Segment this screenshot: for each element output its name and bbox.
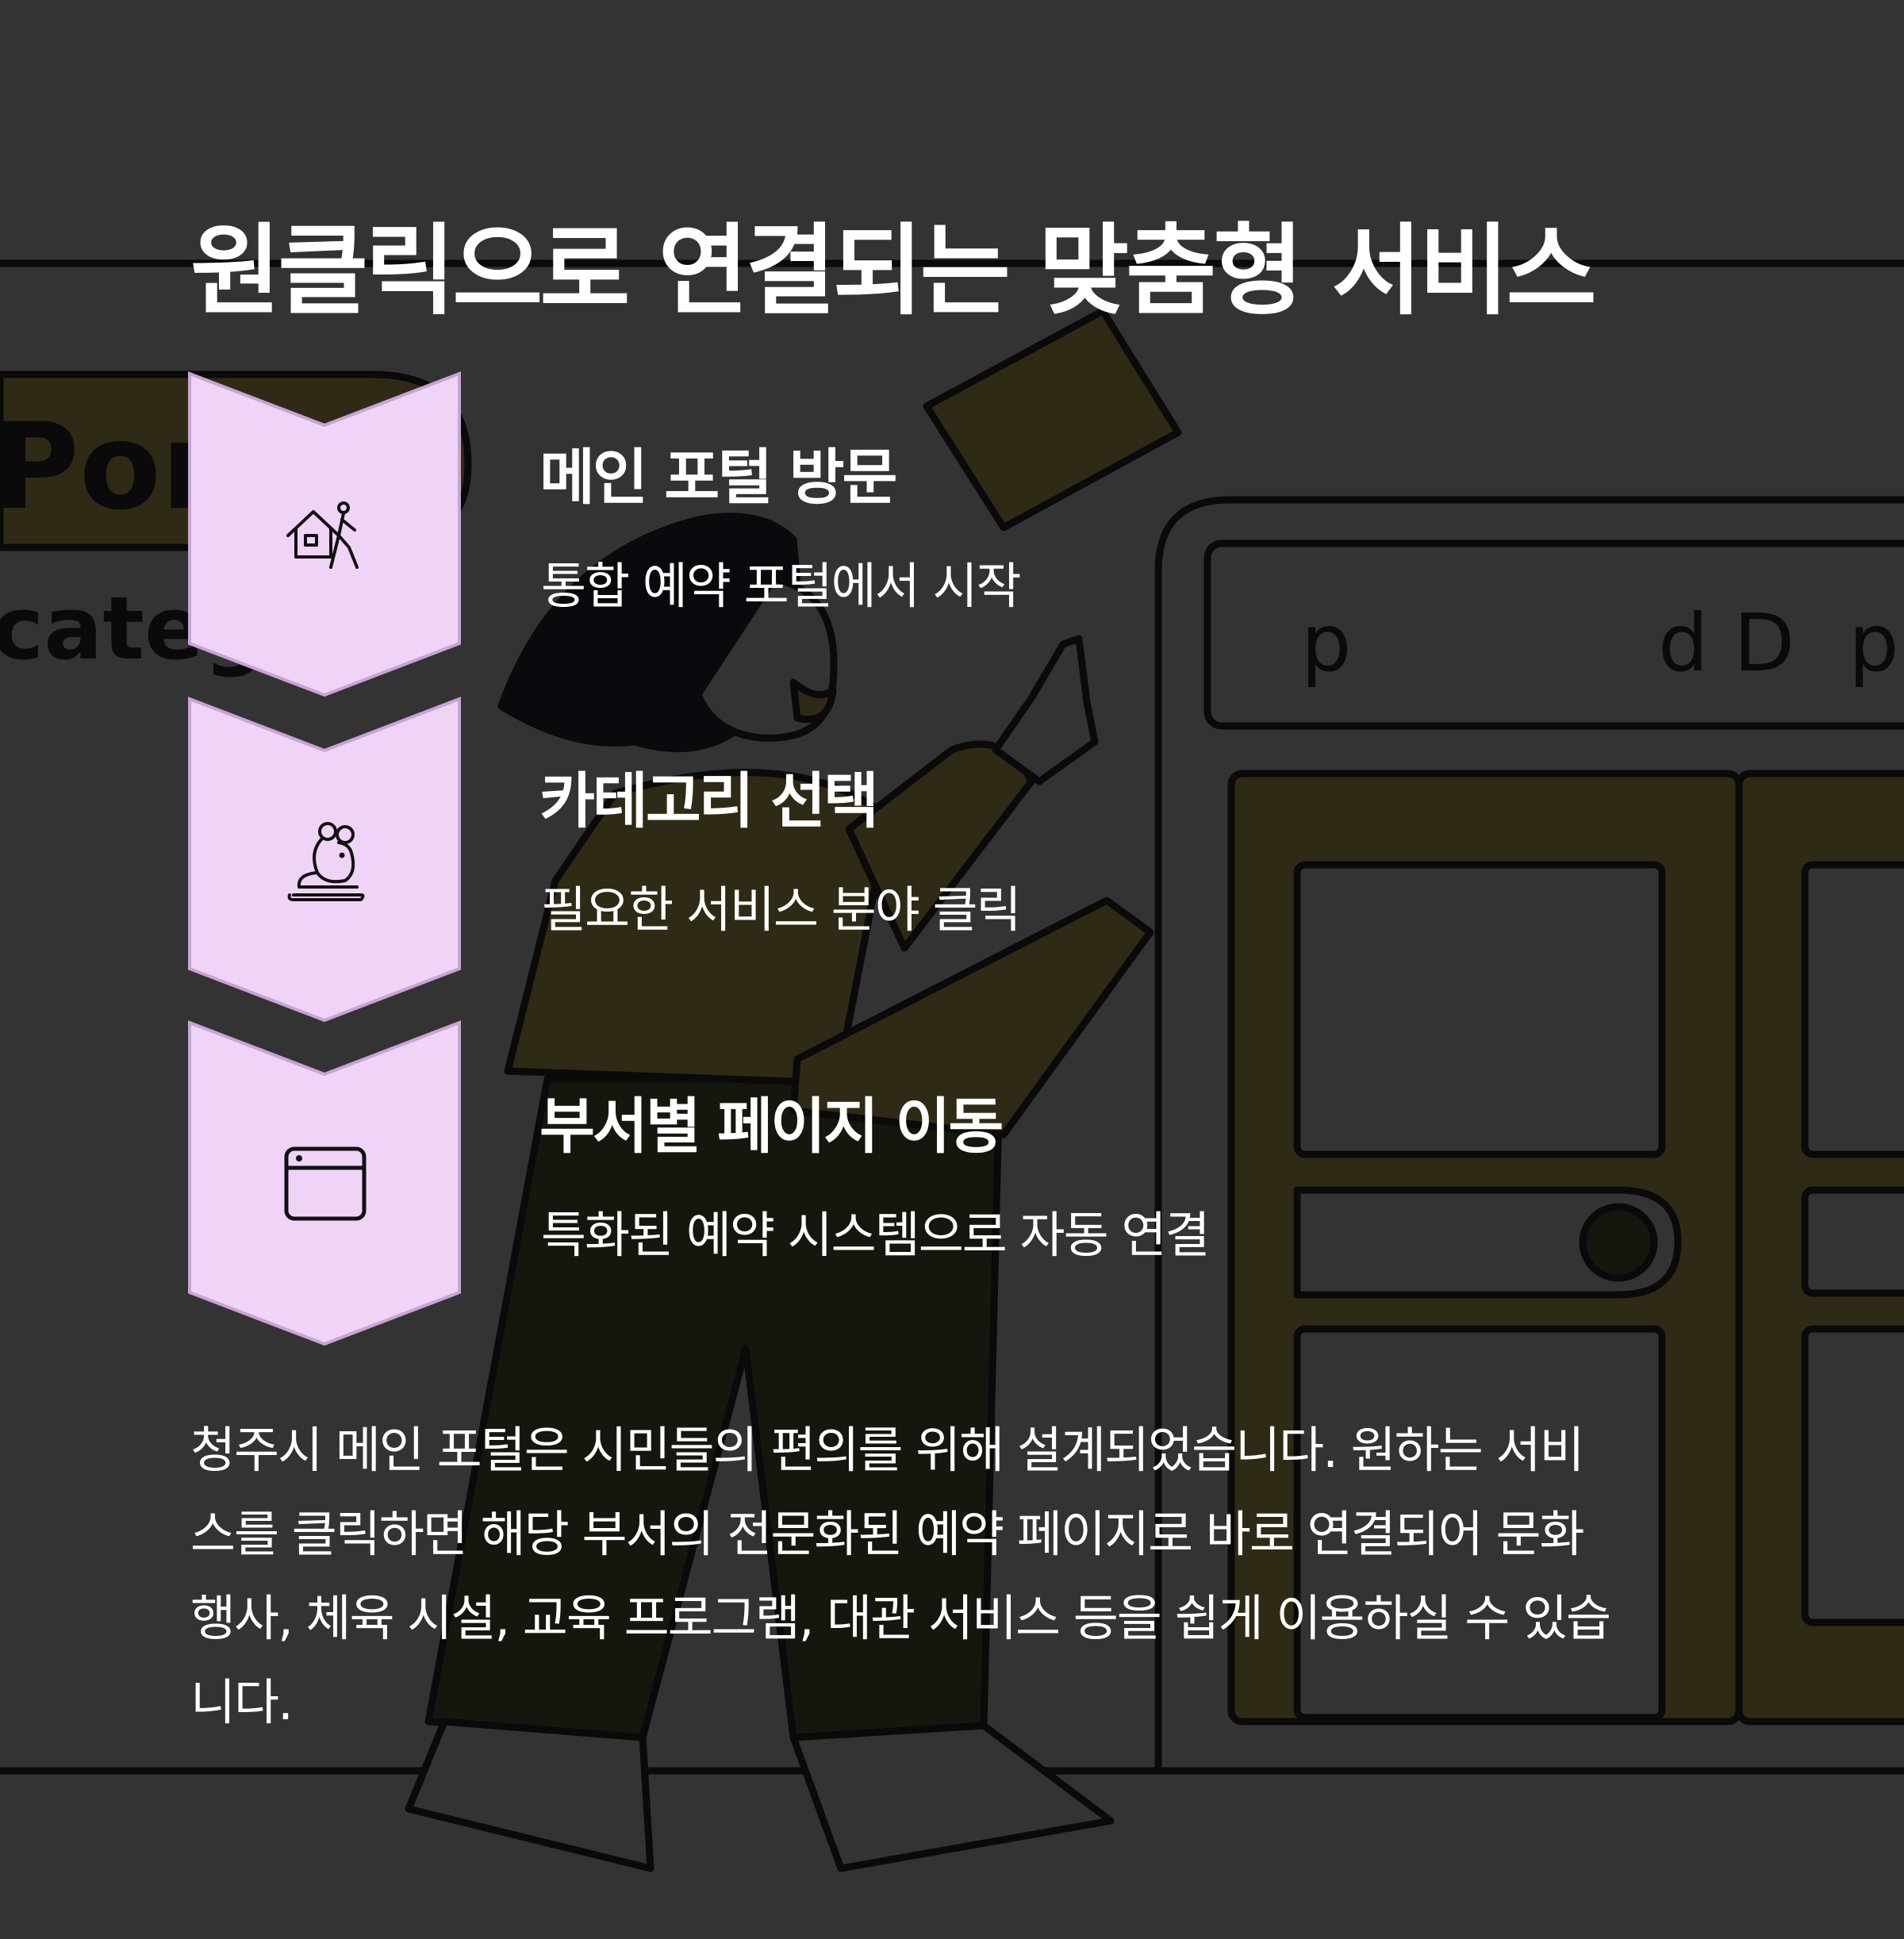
- step-2-title: 카테고리 선택: [539, 766, 879, 836]
- door-panel-5: [1801, 1325, 1904, 1626]
- step-3-title: 부서별 페이지 이동: [539, 1091, 1004, 1161]
- kiosk-frame: [1154, 496, 1904, 1775]
- screen-text-1: p: [1301, 597, 1351, 689]
- paragraph-line: 스를 클릭하면 해당 부서의 전문화된 예약 페이지로 바로 연결되어 문화: [190, 1505, 1585, 1563]
- screen-text-2: d D: [1658, 597, 1795, 689]
- step-1-description: 통합 예약 포털에서 시작: [541, 557, 1022, 615]
- paragraph-line: 청주시 메인 포털은 시민들의 편의를 위해 설계되었습니다. 원하는 서비: [190, 1421, 1585, 1479]
- sign-text-1: Por: [0, 398, 220, 536]
- step-3-description: 특화된 예약 시스템으로 자동 연결: [541, 1206, 1210, 1264]
- step-2-description: 필요한 서비스 분야 클릭: [541, 881, 1022, 939]
- browser-window-icon: [284, 1146, 367, 1221]
- person-book: [789, 897, 1154, 1138]
- person-shoe-right: [789, 1722, 1115, 1872]
- step-1-title: 메인 포털 방문: [539, 442, 897, 513]
- person-hand: [992, 635, 1099, 785]
- floating-card: [923, 307, 1182, 532]
- page-title: 원클릭으로 연결되는 맞춤형 서비스: [190, 214, 1597, 328]
- door-panel-1: [1293, 861, 1666, 1158]
- step-3-chevron: [188, 1020, 461, 1346]
- step-2-chevron: [188, 697, 461, 1022]
- door-panel-4: [1293, 1325, 1666, 1722]
- step-1-chevron: [188, 371, 461, 697]
- door-panel-2: [1801, 861, 1904, 1158]
- description-paragraph: 청주시 메인 포털은 시민들의 편의를 위해 설계되었습니다. 원하는 서비 스…: [190, 1408, 1729, 1745]
- mouse-animal-icon: [287, 822, 365, 901]
- door-handle-bar: [1293, 1186, 1682, 1299]
- paragraph-line: 니다.: [190, 1673, 294, 1731]
- person-mouth: [789, 678, 837, 724]
- door-panel-3: [1801, 1186, 1904, 1297]
- house-walker-icon: [286, 501, 359, 569]
- door-knob: [1579, 1203, 1658, 1282]
- screen-text-3: p: [1848, 597, 1898, 689]
- paragraph-line: 행사, 체육 시설, 교육 프로그램, 대관 서비스 등을 쉽게 이용하실 수 …: [190, 1589, 1611, 1647]
- kiosk-screen-bar: [1203, 539, 1904, 730]
- person-shoe-left: [405, 1718, 654, 1872]
